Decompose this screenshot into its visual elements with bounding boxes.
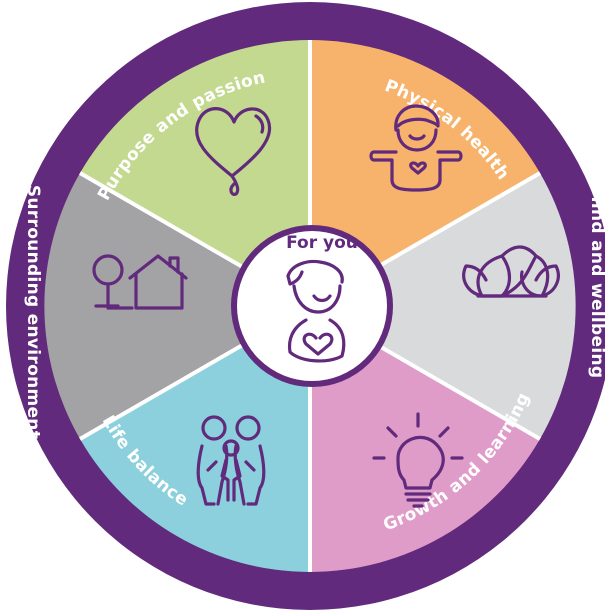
person-with-heart-icon [286,259,346,363]
segment-physical[interactable] [310,40,540,306]
label-mind: Mind and wellbeing [587,186,605,379]
label-environment: Surrounding environment [23,185,43,439]
segment-purpose[interactable] [80,40,310,306]
lightbulb-icon [372,412,464,508]
center-label: For you [286,233,358,253]
family-icon [196,415,266,506]
person-heart-icon [369,104,463,192]
segment-environment[interactable] [44,173,311,439]
lotus-icon [462,245,560,298]
segment-mind[interactable] [310,173,576,439]
house-tree-icon [92,254,188,310]
heart-icon [195,107,272,196]
center-hub [231,225,393,387]
